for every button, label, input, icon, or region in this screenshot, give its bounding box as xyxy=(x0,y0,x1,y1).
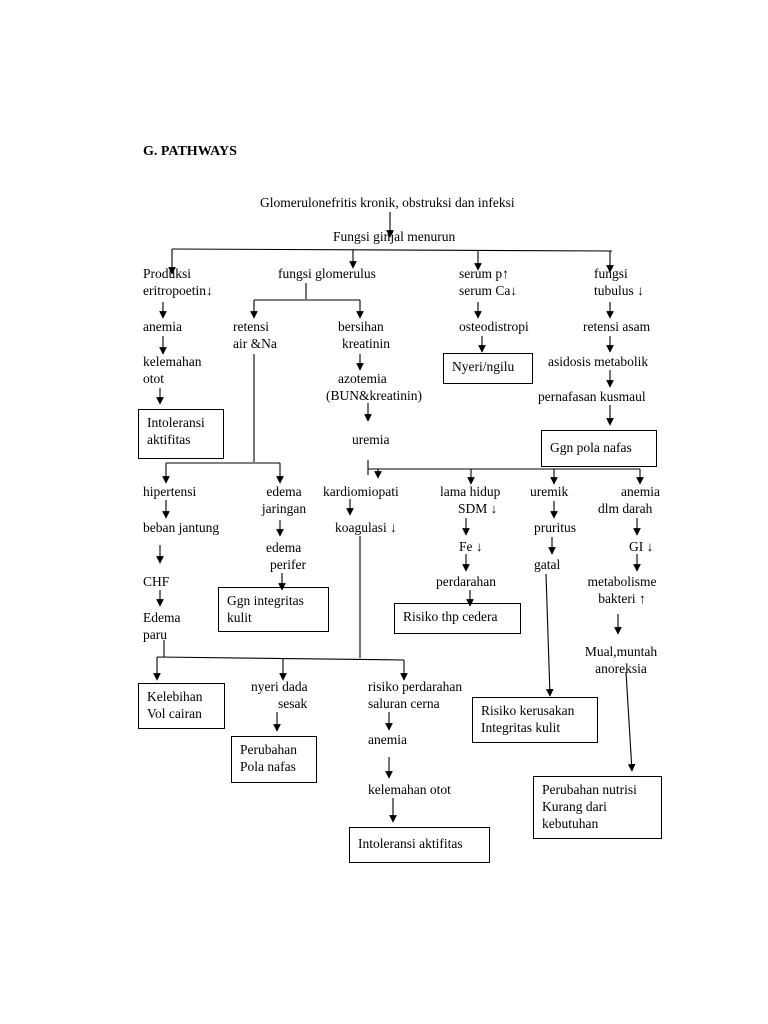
box-nyeri-ngilu: Nyeri/ngilu xyxy=(443,353,533,384)
node-koagulasi: koagulasi ↓ xyxy=(335,520,397,535)
box-risiko-cedera: Risiko thp cedera xyxy=(394,603,521,634)
node-chf: CHF xyxy=(143,574,170,589)
node-fe: Fe ↓ xyxy=(459,539,483,554)
node-gi: GI ↓ xyxy=(629,539,654,554)
node-serum: serum p↑serum Ca↓ xyxy=(459,266,518,298)
box-ggn-pola-nafas: Ggn pola nafas xyxy=(541,430,657,467)
node-osteodistropi: osteodistropi xyxy=(459,319,529,334)
node-retensi-asam: retensi asam xyxy=(583,319,651,334)
node-azotemia: azotemia(BUN&kreatinin) xyxy=(326,371,422,403)
node-fungsi-ginjal: Fungsi ginjal menurun xyxy=(333,229,456,244)
node-kardiomiopati: kardiomiopati xyxy=(323,484,399,499)
page-heading: G. PATHWAYS xyxy=(143,144,237,159)
node-perdarahan: perdarahan xyxy=(436,574,496,589)
node-asidosis-metabolik: asidosis metabolik xyxy=(548,354,649,369)
node-beban-jantung: beban jantung xyxy=(143,520,220,535)
box-intoleransi-aktifitas-2: Intoleransi aktifitas xyxy=(349,827,490,863)
node-kelemahan-otot-2: kelemahan otot xyxy=(368,782,451,797)
node-uremia: uremia xyxy=(352,432,390,447)
node-fungsi-glomerulus: fungsi glomerulus xyxy=(278,266,376,281)
node-gatal: gatal xyxy=(534,557,561,572)
node-anemia-2: anemia xyxy=(368,732,407,747)
node-uremik: uremik xyxy=(530,484,569,499)
node-root: Glomerulonefritis kronik, obstruksi dan … xyxy=(260,195,515,210)
node-pruritus: pruritus xyxy=(534,520,576,535)
node-hipertensi: hipertensi xyxy=(143,484,197,499)
node-pernafasan-kusmaul: pernafasan kusmaul xyxy=(538,389,646,404)
node-anemia: anemia xyxy=(143,319,182,334)
